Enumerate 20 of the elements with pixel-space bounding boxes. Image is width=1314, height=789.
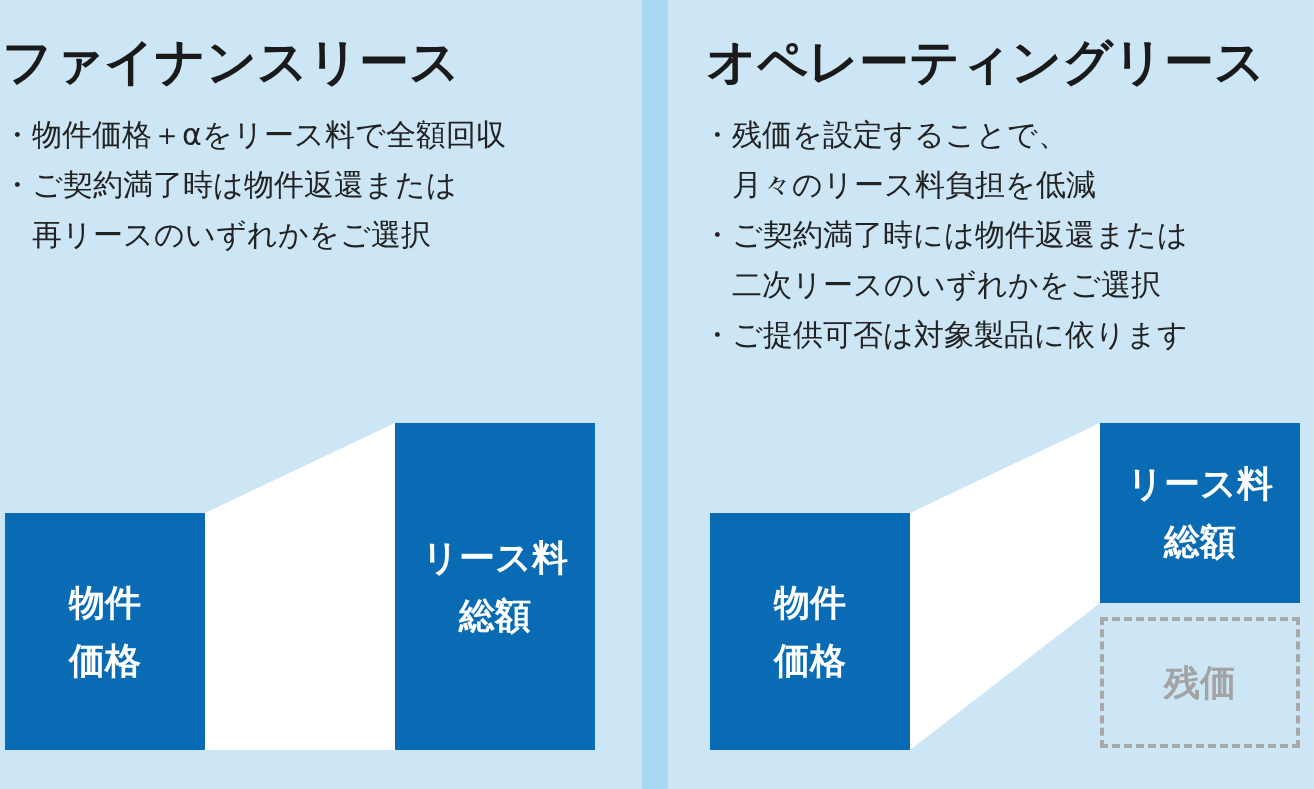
bullet-text: ・ご契約満了時は物件返還または再リースのいずれかをご選択 (2, 166, 458, 254)
bullet-text: ・ご提供可否は対象製品に依ります (702, 316, 1189, 354)
dashed-box (1100, 617, 1300, 748)
value-box (5, 513, 205, 750)
connector-band (910, 423, 1100, 750)
bullet-text: ・物件価格＋αをリース料で全額回収 (2, 116, 507, 154)
box-label: リース料総額 (1126, 462, 1274, 564)
box-label: リース料総額 (421, 535, 569, 638)
bullet-text: ・ご契約満了時には物件返還または二次リースのいずれかをご選択 (702, 216, 1189, 304)
value-box (710, 513, 910, 750)
panel-title: ファイナンスリース (2, 32, 460, 92)
box-label: 物件価格 (67, 580, 142, 683)
panel-title: オペレーティングリース (706, 32, 1265, 92)
value-box (1100, 423, 1300, 603)
box-label: 残価 (1162, 660, 1237, 705)
connector-band (205, 423, 395, 750)
bullet-text: ・残価を設定することで、月々のリース料負担を低減 (702, 116, 1097, 204)
box-label: 物件価格 (772, 580, 847, 683)
panel (668, 0, 1314, 789)
value-box (395, 423, 595, 750)
